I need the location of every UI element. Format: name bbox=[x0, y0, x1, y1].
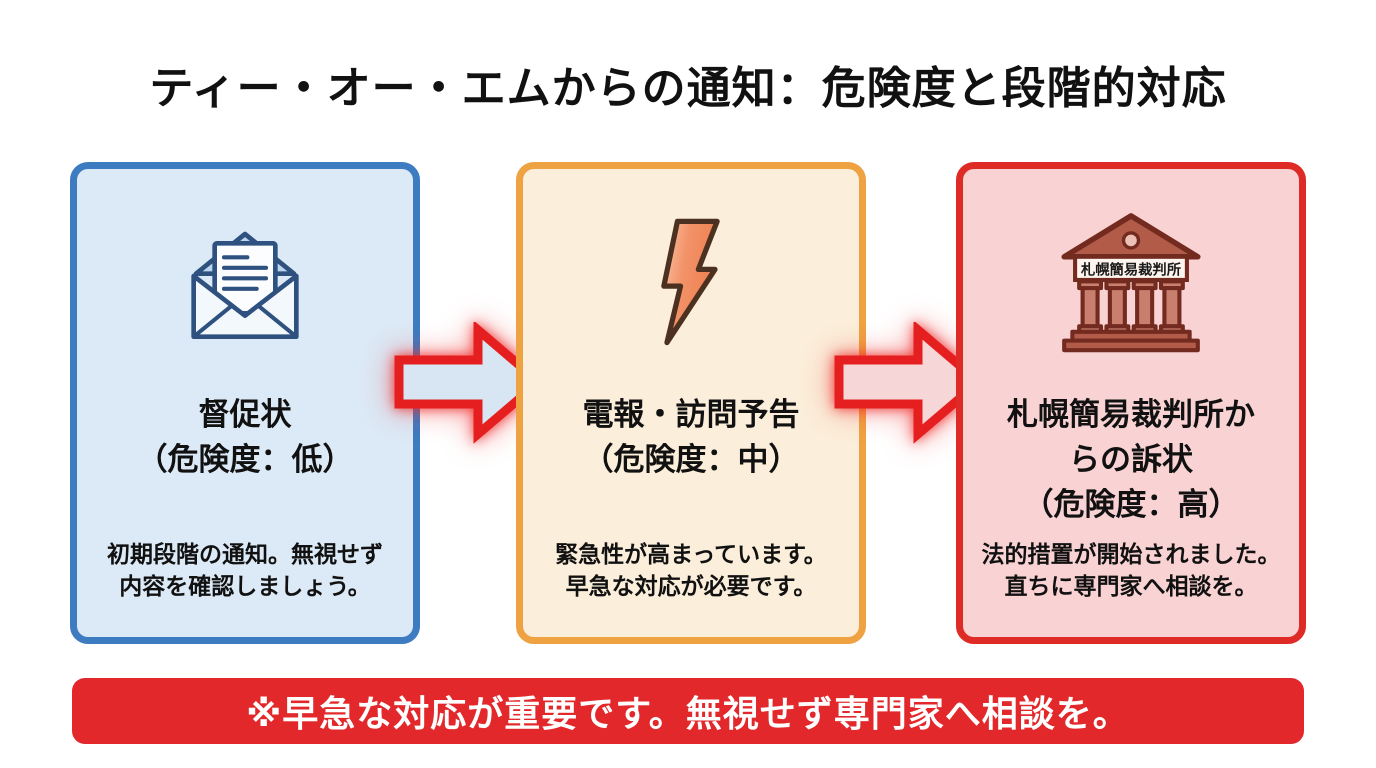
card-high-level: （危険度：高） bbox=[1022, 487, 1240, 523]
card-mid-name: 電報・訪問予告 bbox=[582, 397, 800, 433]
footer-warning-text: ※早急な対応が重要です。無視せず専門家へ相談を。 bbox=[246, 694, 1130, 735]
open-envelope-icon bbox=[175, 213, 315, 357]
card-mid-description: 緊急性が高まっています。 早急な対応が必要です。 bbox=[555, 542, 827, 600]
card-high-description: 法的措置が開始されました。 直ちに専門家へ相談を。 bbox=[981, 542, 1281, 600]
card-low-name: 督促状 bbox=[198, 397, 292, 433]
footer-banner: ※早急な対応が重要です。無視せず専門家へ相談を。 bbox=[72, 678, 1304, 744]
card-low-title: 督促状 （危険度：低） bbox=[83, 393, 407, 483]
arrow-right-icon bbox=[834, 322, 984, 444]
page-title: ティー・オー・エムからの通知：危険度と段階的対応 bbox=[149, 63, 1227, 114]
card-high-name-line1: 札幌簡易裁判所か bbox=[1007, 397, 1255, 433]
card-high-risk: 札幌簡易裁判所 札幌簡易裁判所か らの訴状 （危険度：高） 法的措置が開始されま… bbox=[956, 162, 1306, 644]
card-mid-title: 電報・訪問予告 （危険度：中） bbox=[529, 393, 853, 483]
card-mid-risk: 電報・訪問予告 （危険度：中） 緊急性が高まっています。 早急な対応が必要です。 bbox=[516, 162, 866, 644]
card-high-title: 札幌簡易裁判所か らの訴状 （危険度：高） bbox=[969, 393, 1293, 528]
courthouse-label: 札幌簡易裁判所 bbox=[1080, 261, 1181, 279]
card-low-level: （危険度：低） bbox=[136, 442, 354, 478]
card-low-description: 初期段階の通知。無視せず 内容を確認しましょう。 bbox=[107, 542, 383, 600]
card-high-name-line2: らの訴状 bbox=[1069, 442, 1193, 478]
arrow-right-icon bbox=[394, 322, 544, 444]
courthouse-icon: 札幌簡易裁判所 bbox=[1056, 209, 1206, 359]
lightning-bolt-icon bbox=[644, 203, 738, 367]
card-low-risk: 督促状 （危険度：低） 初期段階の通知。無視せず 内容を確認しましょう。 bbox=[70, 162, 420, 644]
card-mid-level: （危険度：中） bbox=[582, 442, 800, 478]
